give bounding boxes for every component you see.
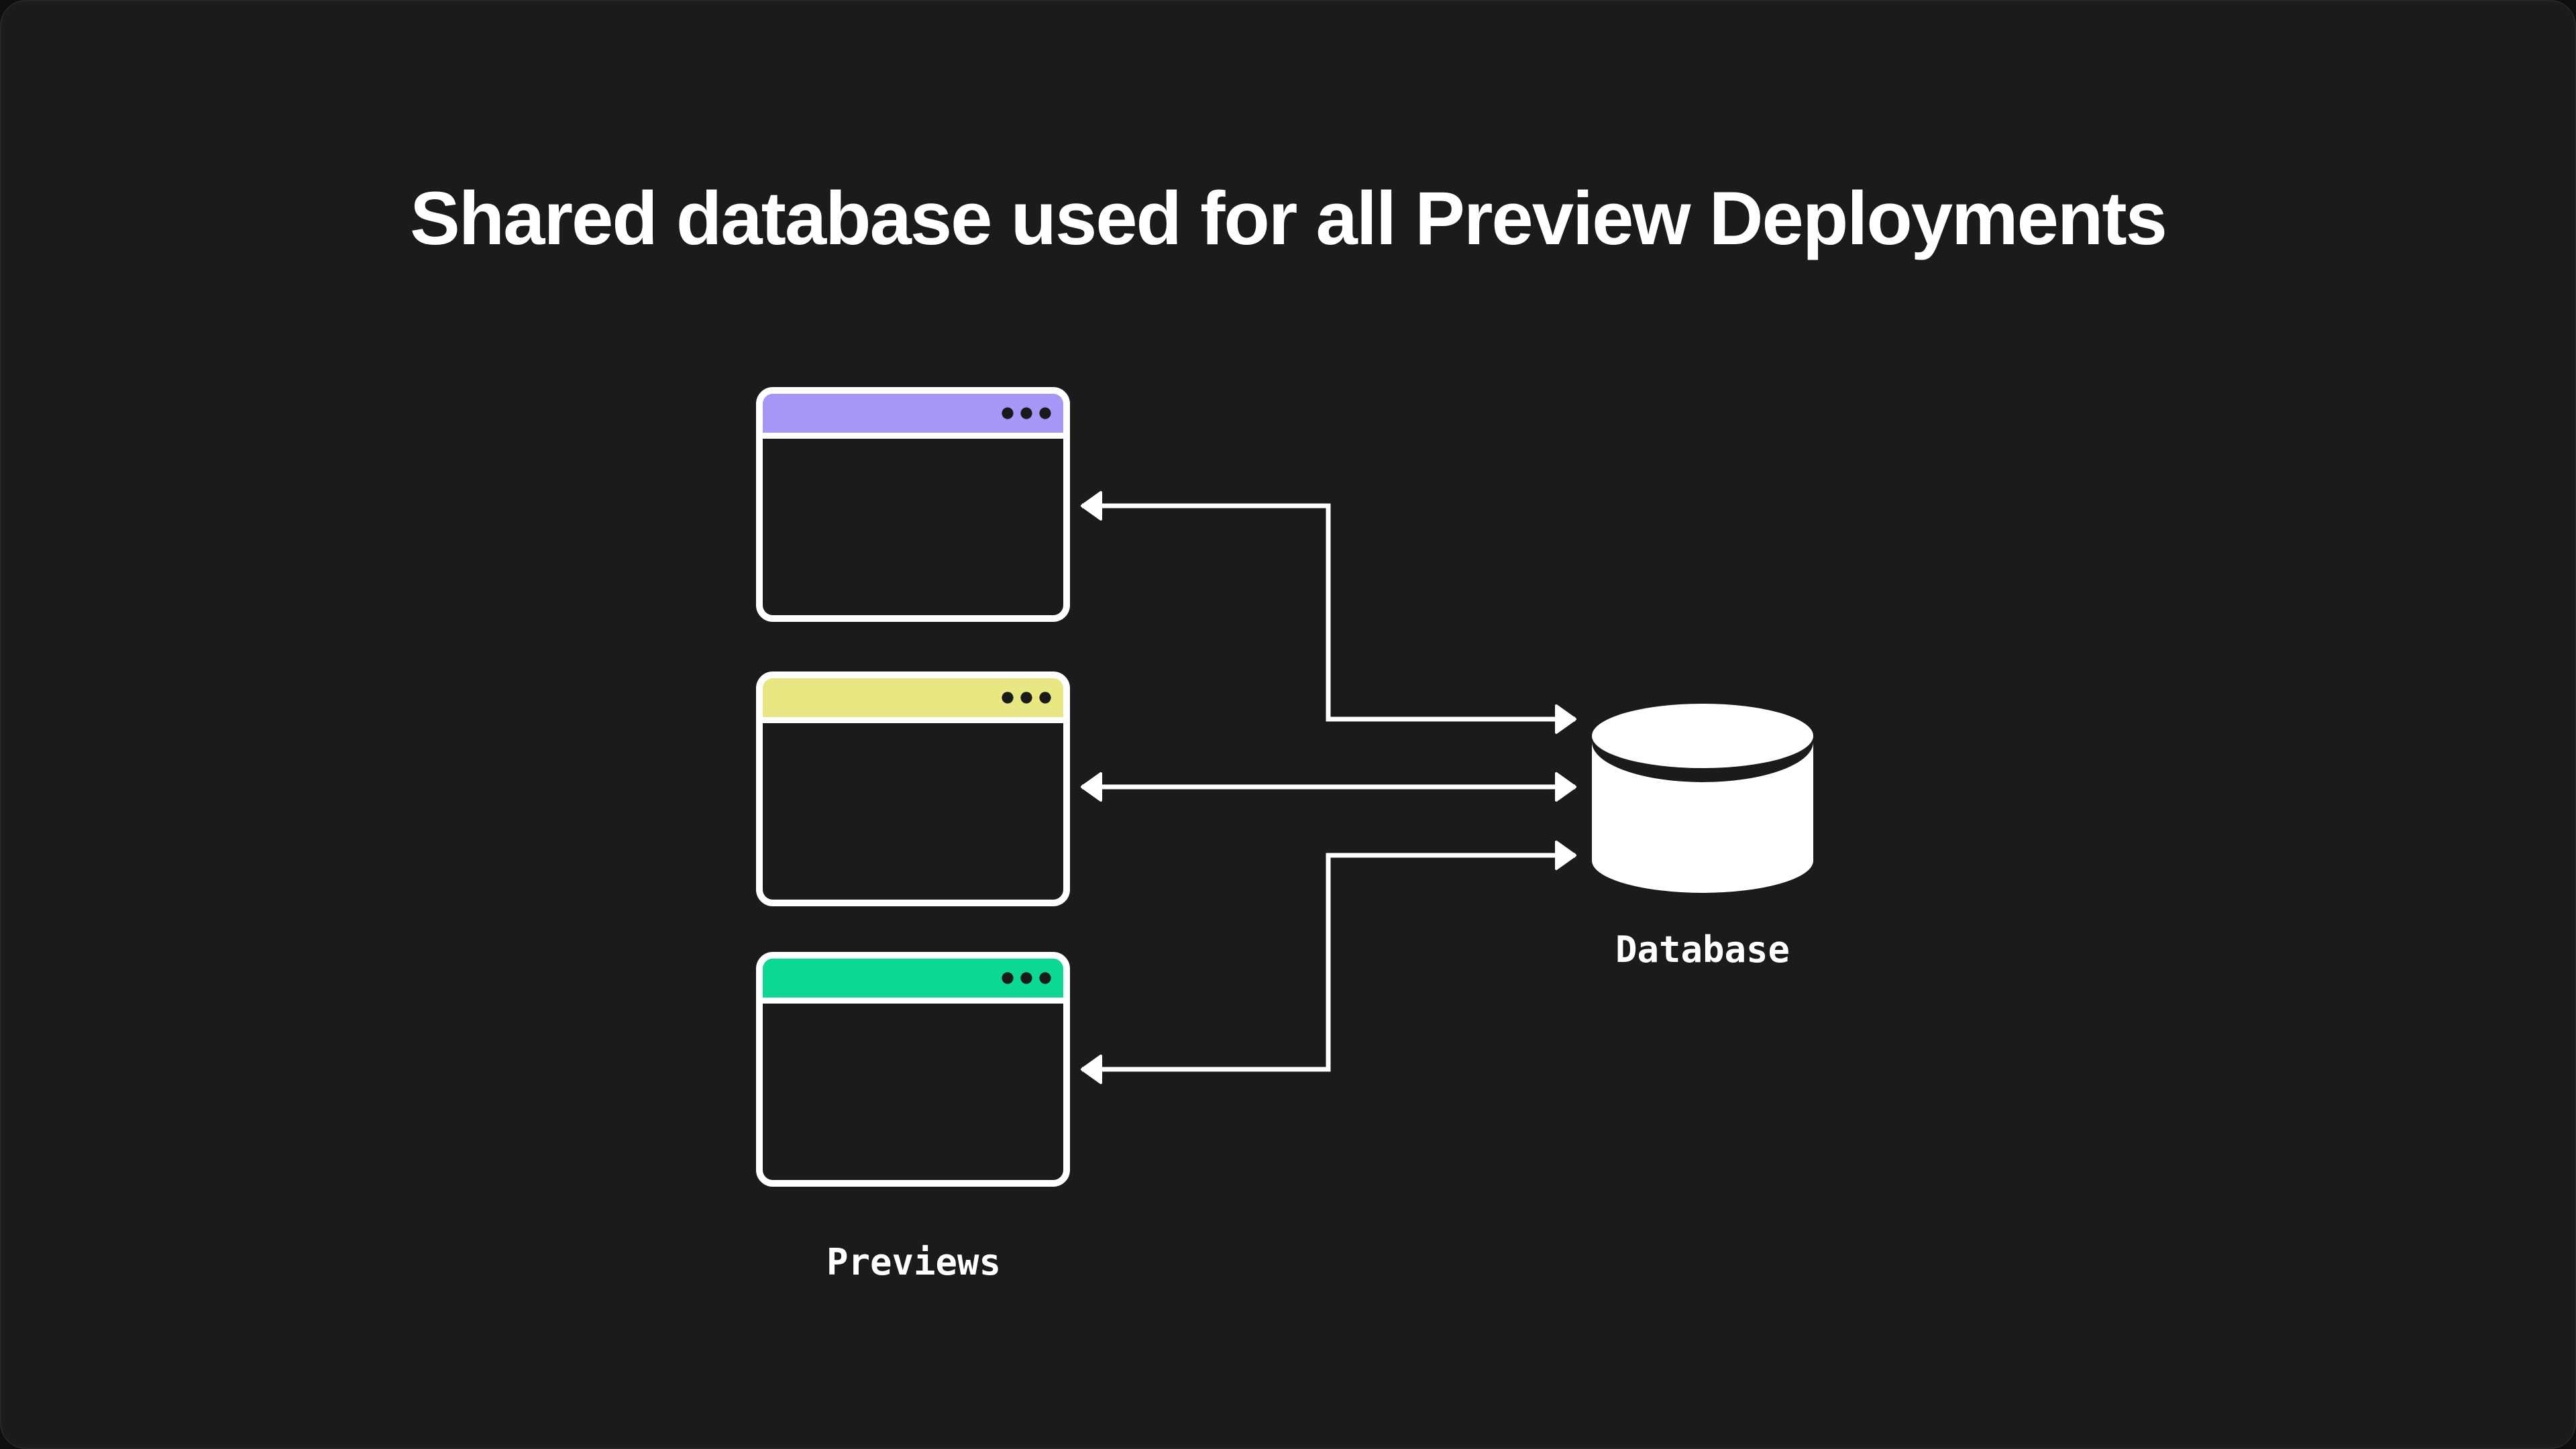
window-dot [1002,692,1014,704]
window-titlebar [759,955,1067,998]
window-control-dots-icon [1002,972,1051,984]
window-control-dots-icon [1002,692,1051,704]
window-dot [1039,972,1051,984]
titlebar-separator [759,433,1067,439]
database-icon [1592,704,1813,893]
preview-window-1 [756,387,1070,622]
database-cylinder-body [1592,742,1813,893]
window-frame [756,952,1070,1187]
window-frame [756,672,1070,906]
arrow-preview1-database [1081,491,1576,734]
window-dot [1020,407,1032,419]
preview-window-3 [756,952,1070,1187]
window-dot [1020,972,1032,984]
titlebar-separator [759,717,1067,723]
arrow-preview3-database [1081,841,1576,1084]
window-control-dots-icon [1002,407,1051,419]
database-label: Database [1615,928,1790,971]
window-body [759,390,1067,619]
window-dot [1002,407,1014,419]
database-cylinder-lid [1592,704,1813,768]
window-dot [1039,692,1051,704]
page-title: Shared database used for all Preview Dep… [410,176,2166,260]
window-dot [1020,692,1032,704]
previews-label: Previews [826,1241,1001,1283]
window-body [759,955,1067,1183]
connection-arrows [1081,491,1576,1084]
window-titlebar [759,390,1067,433]
titlebar-separator [759,998,1067,1004]
window-dot [1039,407,1051,419]
window-titlebar [759,675,1067,718]
window-body [759,675,1067,903]
preview-window-2 [756,672,1070,906]
window-dot [1002,972,1014,984]
window-frame [756,387,1070,622]
